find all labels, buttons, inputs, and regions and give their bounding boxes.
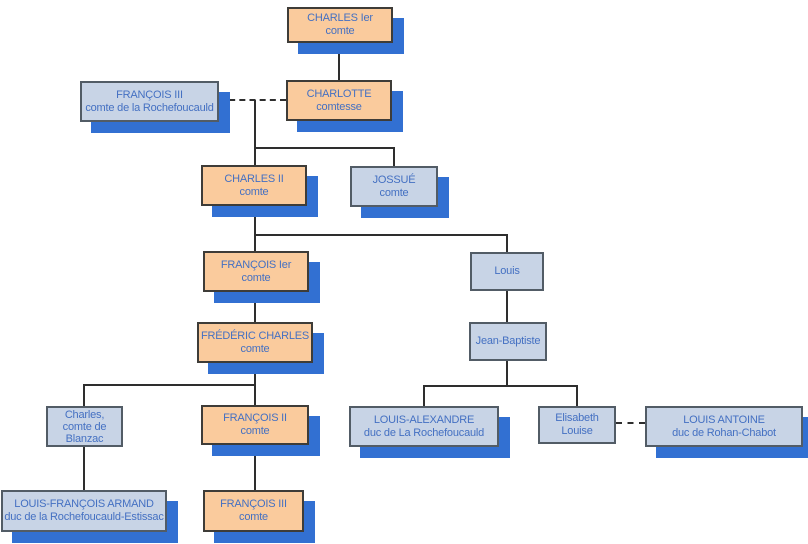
connector-jeanbaptiste-down [506, 360, 508, 387]
tree-node-jossue: JOSSUÉ comte [350, 166, 438, 207]
node-title: CHARLES II [224, 172, 284, 185]
connector-branch-charles2-jossue [254, 147, 395, 149]
connector-union-drop [254, 100, 256, 149]
node-subtitle: comte [239, 511, 268, 523]
connector-charles1-to-charlotte [338, 42, 340, 80]
node-subtitle: comte [325, 25, 355, 37]
node-subtitle: comte [241, 271, 271, 284]
connector-to-francois2 [254, 384, 256, 405]
node-subtitle: comte de la Rochefoucauld [85, 101, 214, 114]
node-subtitle: comte [239, 185, 269, 198]
node-subtitle: comte [379, 186, 409, 199]
tree-node-francois-1: FRANÇOIS Ier comte [203, 251, 309, 292]
connector-branch-louisalexandre-elisabeth [423, 385, 578, 387]
tree-node-francois-3-laroche: FRANÇOIS III comte de la Rochefoucauld [80, 81, 219, 122]
node-subtitle: comte [240, 425, 270, 437]
tree-node-louis-francois-armand: LOUIS-FRANÇOIS ARMAND duc de la Rochefou… [1, 490, 167, 532]
node-title: Elisabeth [555, 412, 599, 424]
connector-francois1-to-frederic [254, 291, 256, 322]
node-title: CHARLOTTE [306, 87, 372, 100]
node-title: FRANÇOIS Ier [220, 258, 292, 271]
connector-to-louis [506, 234, 508, 252]
node-title: LOUIS ANTOINE [683, 413, 765, 426]
tree-node-jean-baptiste: Jean-Baptiste [469, 322, 547, 361]
connector-to-francois1 [254, 234, 256, 251]
node-subtitle: duc de Rohan-Chabot [672, 426, 776, 439]
connector-to-elisabeth [576, 385, 578, 406]
union-dashed-elisabeth-louisantoine [616, 422, 645, 424]
tree-node-louis-alexandre: LOUIS-ALEXANDRE duc de La Rochefoucauld [349, 406, 499, 447]
tree-node-charles-blanzac: Charles, comte de Blanzac [46, 406, 123, 447]
tree-node-louis: Louis [470, 252, 544, 291]
node-title: FRANÇOIS II [223, 412, 287, 424]
connector-charles2-down [254, 205, 256, 236]
tree-node-elisabeth-louise: Elisabeth Louise [538, 406, 616, 444]
tree-node-francois-2: FRANÇOIS II comte [201, 405, 309, 445]
node-title: FRÉDÉRIC CHARLES [200, 329, 310, 342]
node-subtitle: comte [240, 342, 270, 355]
tree-node-charlotte: CHARLOTTE comtesse [286, 80, 392, 121]
connector-to-charles2 [254, 147, 256, 165]
node-title: FRANÇOIS III [220, 498, 287, 510]
node-title: CHARLES Ier [307, 12, 373, 24]
connector-to-jossue [393, 147, 395, 166]
node-title: LOUIS-ALEXANDRE [373, 413, 475, 426]
connector-frederic-down [254, 362, 256, 386]
node-subtitle: duc de La Rochefoucauld [363, 426, 485, 439]
node-title: LOUIS-FRANÇOIS ARMAND [14, 498, 154, 510]
tree-node-louis-antoine: LOUIS ANTOINE duc de Rohan-Chabot [645, 406, 803, 447]
node-subtitle-2: Blanzac [65, 432, 104, 445]
connector-louis-to-jeanbaptiste [506, 290, 508, 322]
node-title: JOSSUÉ [372, 173, 416, 186]
union-dashed-francois3laroche-charlotte [219, 99, 286, 101]
node-title: Louis [494, 265, 520, 277]
tree-node-charles-2: CHARLES II comte [201, 165, 307, 206]
node-subtitle: duc de la Rochefoucauld-Estissac [4, 511, 164, 523]
connector-branch-francois1-louis [254, 234, 508, 236]
node-title: FRANÇOIS III [116, 88, 183, 101]
tree-node-charles-1: CHARLES Ier comte [287, 7, 393, 43]
connector-francois2-to-francois3 [254, 444, 256, 490]
node-subtitle: comte de [62, 420, 107, 433]
tree-node-francois-3: FRANÇOIS III comte [203, 490, 304, 532]
connector-branch-blanzac-francois2 [83, 384, 256, 386]
connector-blanzac-to-armand [83, 446, 85, 490]
connector-to-louisalexandre [423, 385, 425, 406]
node-title: Jean-Baptiste [475, 335, 541, 347]
node-subtitle: comtesse [316, 100, 362, 113]
tree-node-frederic-charles: FRÉDÉRIC CHARLES comte [197, 322, 313, 363]
node-subtitle: Louise [561, 425, 593, 437]
connector-to-blanzac [83, 384, 85, 406]
node-title: Charles, [64, 408, 105, 421]
